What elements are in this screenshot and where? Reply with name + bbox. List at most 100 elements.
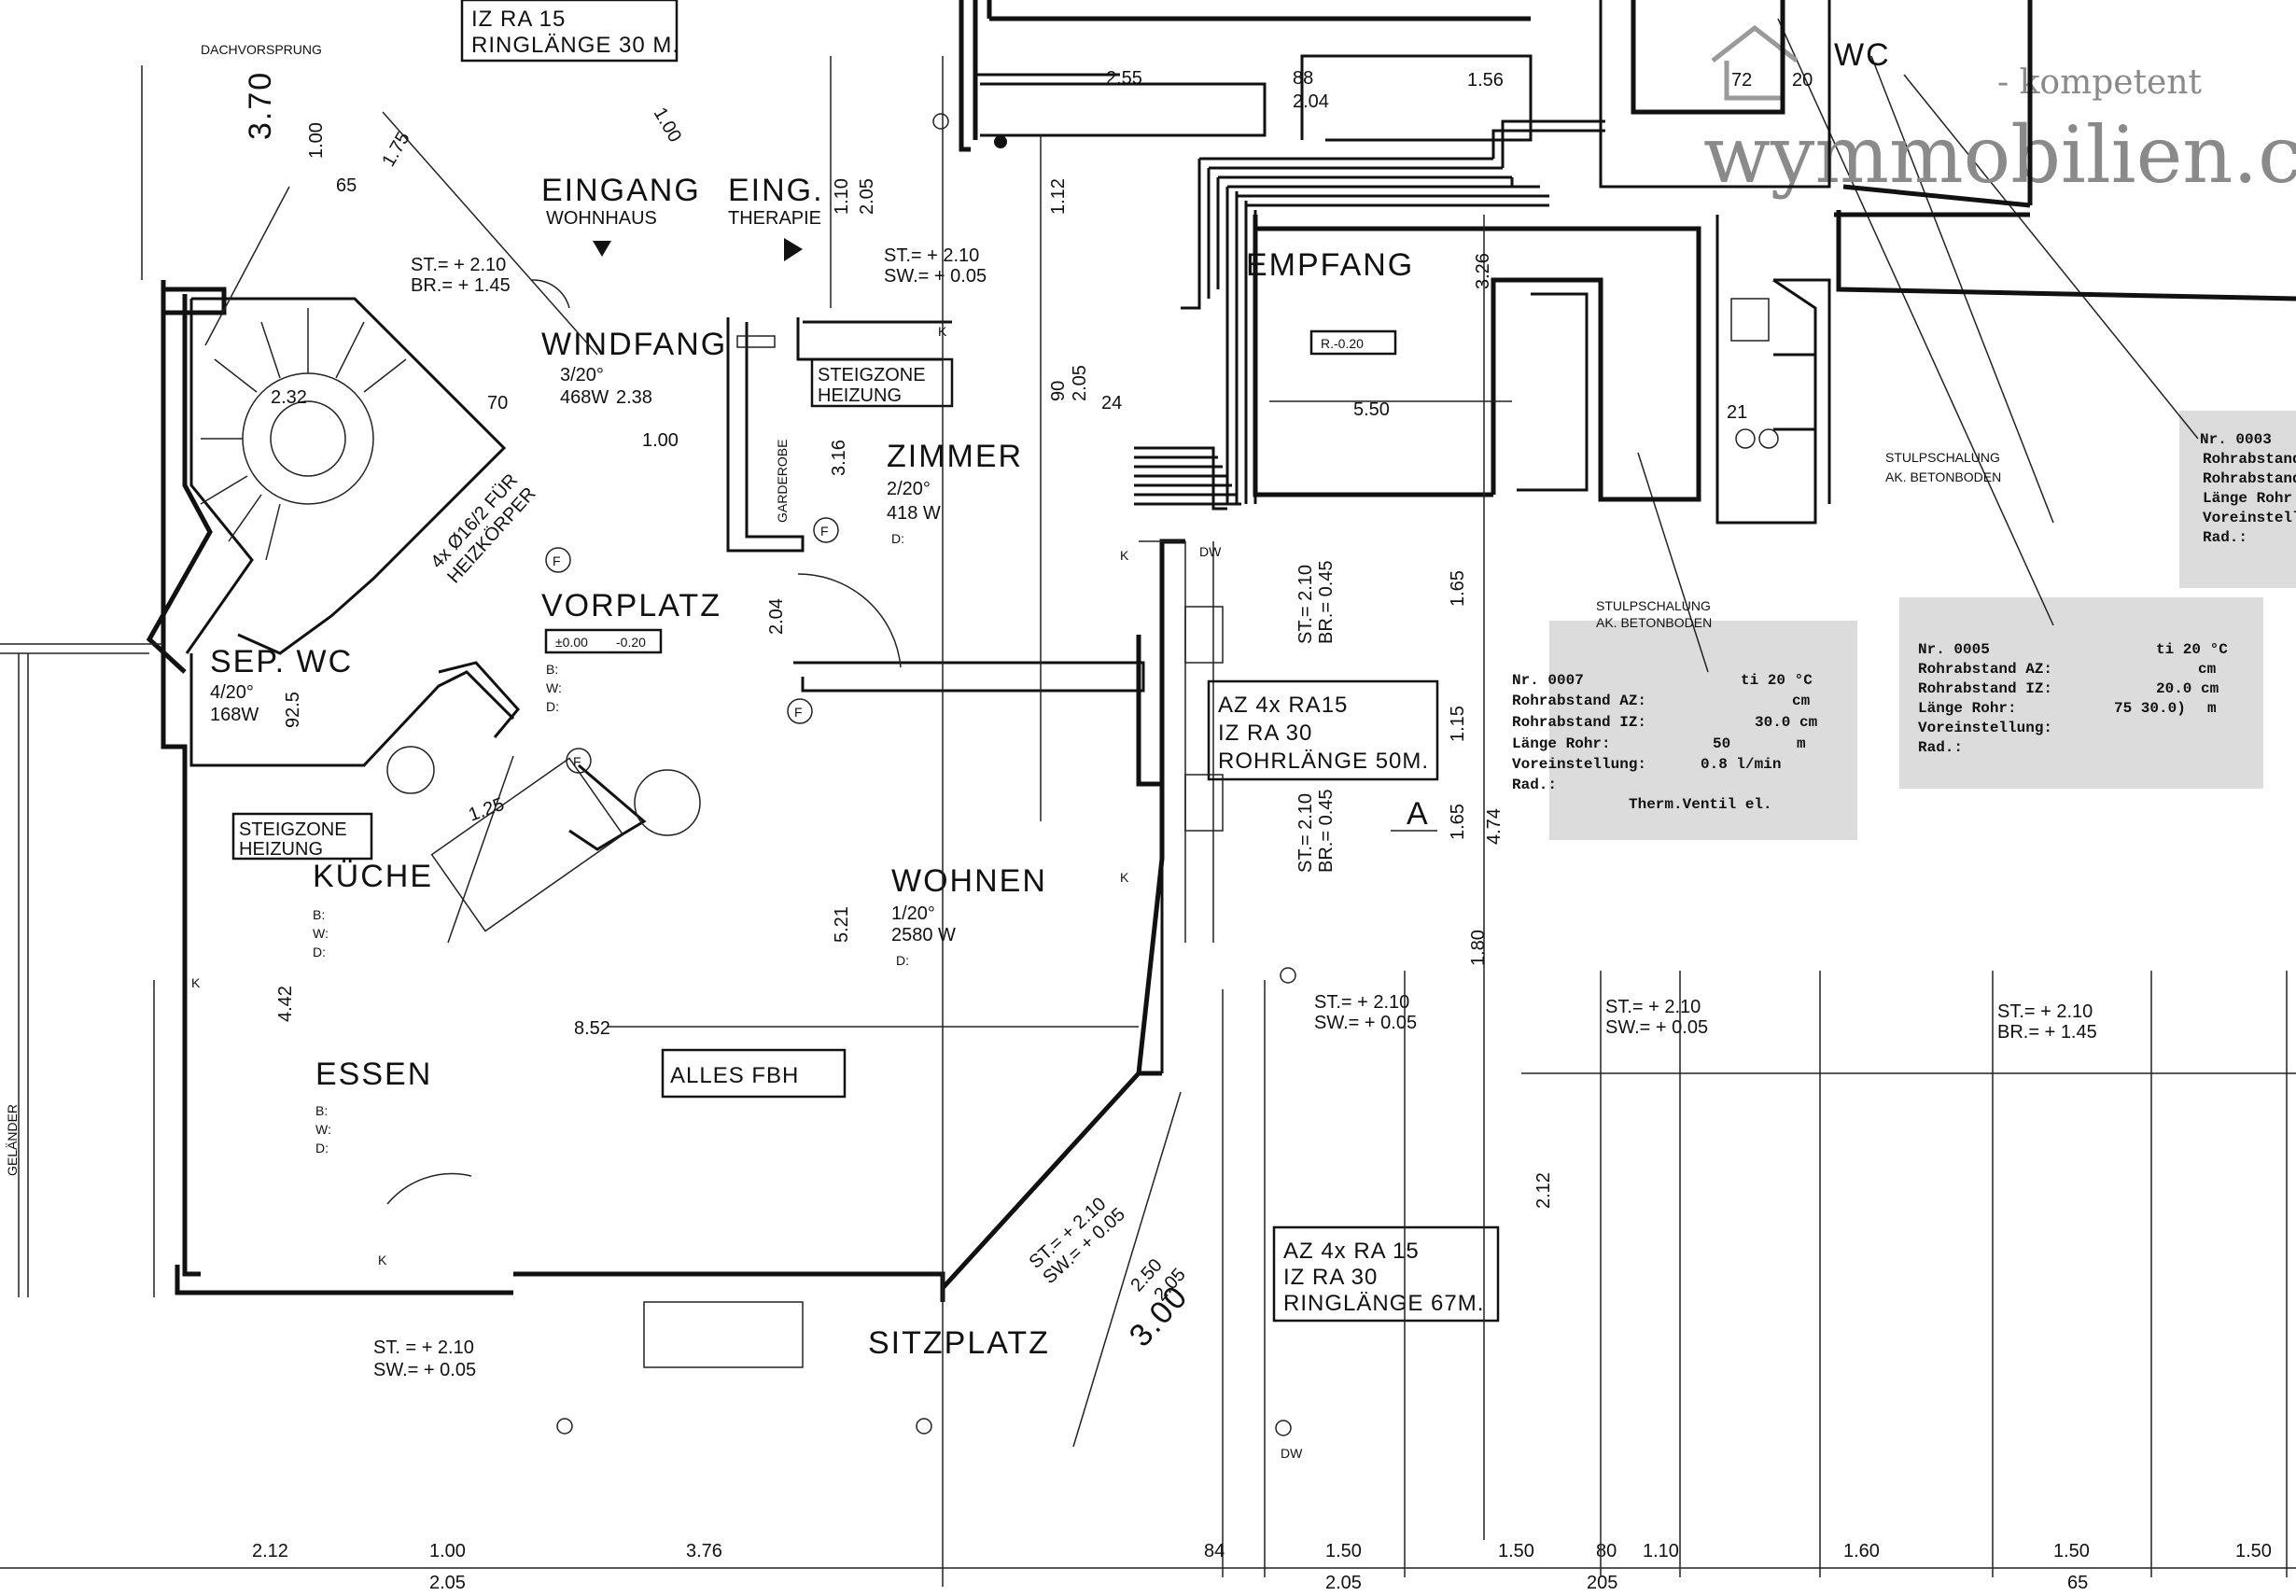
spec-card-0005: Nr. 0005 Rohrabstand AZ: Rohrabstand IZ:… xyxy=(1899,597,2263,789)
note-line: BR.= 0.45 xyxy=(1316,789,1337,873)
kitchen-counter xyxy=(430,757,624,932)
dim-label: 2.04 xyxy=(766,598,787,635)
note-line: STULPSCHALUNG xyxy=(1596,598,1711,613)
card-value: ti 20 °C xyxy=(1741,672,1813,689)
dim-label: 2.32 xyxy=(271,387,307,408)
note-line: BR.= + 1.45 xyxy=(1997,1022,2097,1043)
pipe-icon xyxy=(994,135,1007,148)
card-value: cm xyxy=(2198,661,2217,678)
room-empfang: EMPFANG xyxy=(1246,247,1414,283)
card-line: Voreinstellung: xyxy=(1918,720,2052,736)
room-vorplatz: VORPLATZ xyxy=(541,588,721,623)
dim-label: 1.65 xyxy=(1448,570,1468,607)
dim-label: 1.00 xyxy=(429,1541,466,1561)
note-line: SW.= + 0.05 xyxy=(373,1360,476,1380)
card-line: Therm.Ventil el. xyxy=(1629,796,1772,813)
card-value: ti 20 °C xyxy=(2156,641,2228,658)
room-sep-wc: SEP. WC xyxy=(210,644,353,679)
card-value: cm xyxy=(1792,693,1811,709)
box-line: IZ RA 30 xyxy=(1283,1265,1378,1290)
dw-marker: DW xyxy=(1199,544,1222,559)
sep-wc-watt: 168W xyxy=(210,705,259,725)
box-line: RINGLÄNGE 67M. xyxy=(1283,1291,1484,1316)
essen-d: D: xyxy=(315,1141,329,1155)
room-kueche: KÜCHE xyxy=(313,859,433,894)
dim-label: 65 xyxy=(336,175,357,196)
card-line: Nr. 0005 xyxy=(1918,641,1990,658)
k-marker: K xyxy=(378,1253,387,1267)
dim-label: 92.5 xyxy=(283,692,303,728)
windfang-spec: 3/20° xyxy=(560,365,604,385)
room-zimmer: ZIMMER xyxy=(887,439,1023,474)
hob-icon xyxy=(1735,428,1756,449)
card-value: 20.0 cm xyxy=(2156,680,2219,697)
entry-arrow-icon xyxy=(784,238,803,261)
door-swing-icon xyxy=(531,279,570,309)
note-line: ST.= + 2.10 xyxy=(1314,992,1409,1013)
note-line: SW.= + 0.05 xyxy=(1605,1017,1708,1038)
room-essen: ESSEN xyxy=(315,1057,432,1092)
level-box xyxy=(1309,329,1397,356)
note-line: ST.= 2.10 xyxy=(1295,793,1316,873)
box-line: HEIZUNG xyxy=(239,839,323,860)
label-gelaender: GELÄNDER xyxy=(5,1104,20,1176)
dim-label: 1.56 xyxy=(1467,70,1504,91)
card-value: 50 xyxy=(1713,735,1730,752)
dim-label: 2.05 xyxy=(429,1573,466,1593)
dimension-lines xyxy=(0,56,2296,1587)
kueche-b: B: xyxy=(313,907,325,922)
column-icon xyxy=(1275,1420,1292,1436)
k-marker: K xyxy=(191,975,201,990)
dim-label: 2.55 xyxy=(1106,68,1142,89)
staircase xyxy=(200,308,407,561)
k-marker: K xyxy=(1120,870,1129,885)
spec-card-0003: Nr. 0003 Rohrabstand AZ Rohrabstand IZ L… xyxy=(2179,411,2296,588)
dim-label: 1.00 xyxy=(306,122,327,159)
wohnen-d: D: xyxy=(896,953,909,968)
wohnen-spec: 1/20° xyxy=(891,903,935,924)
note-line: ST.= 2.10 xyxy=(1295,565,1316,644)
card-line: Rad.: xyxy=(1512,777,1557,793)
level-box xyxy=(544,628,663,654)
note-line: ST. = + 2.10 xyxy=(373,1337,474,1358)
dim-label: 1.00 xyxy=(642,430,679,451)
dim-label: 1.10 xyxy=(1643,1541,1679,1561)
box-line: ROHRLÄNGE 50M. xyxy=(1218,749,1429,774)
steigzone-box-2 xyxy=(231,812,373,861)
az-mid-box xyxy=(1207,679,1439,781)
note-line: ST.= + 2.10 xyxy=(884,245,979,266)
essen-w: W: xyxy=(315,1122,331,1137)
kueche-d: D: xyxy=(313,945,326,959)
f-marker: F xyxy=(813,517,839,543)
dim-label: 1.12 xyxy=(1048,178,1069,215)
note-line: SW.= + 0.05 xyxy=(1314,1013,1417,1033)
label-dachvorsprung: DACHVORSPRUNG xyxy=(201,42,322,57)
dim-label: 80 xyxy=(1596,1541,1617,1561)
zimmer-spec: 2/20° xyxy=(887,479,931,499)
card-line: Rad.: xyxy=(2203,529,2247,546)
step-grid xyxy=(643,1301,804,1368)
room-wohnen: WOHNEN xyxy=(891,863,1047,899)
dim-label: 1.15 xyxy=(1448,706,1468,742)
f-marker: F xyxy=(545,547,571,573)
card-line: Voreinstellung: xyxy=(1512,756,1646,773)
window-grid xyxy=(1184,774,1224,832)
room-sub-therapie: THERAPIE xyxy=(728,208,821,229)
note-line: ST.= + 2.10 xyxy=(1605,997,1701,1017)
dim-label: 4.74 xyxy=(1484,808,1505,845)
box-line: STEIGZONE xyxy=(818,365,926,385)
box-line: IZ RA 15 xyxy=(471,7,566,32)
box-line: HEIZUNG xyxy=(818,385,902,406)
leader-lines xyxy=(1637,18,2199,673)
column-icon xyxy=(916,1418,932,1435)
entry-arrow-icon xyxy=(593,241,611,257)
f-marker: F xyxy=(566,748,592,774)
door-swing-icon xyxy=(797,573,902,668)
svg-text:F: F xyxy=(794,705,803,720)
room-sub-wohnhaus: WOHNHAUS xyxy=(546,208,657,229)
room-windfang: WINDFANG xyxy=(541,327,727,362)
vorplatz-d: D: xyxy=(546,699,559,714)
label-garderobe: GARDEROBE xyxy=(775,440,790,523)
dim-label: 3.76 xyxy=(686,1541,722,1561)
f-marker: F xyxy=(787,698,813,724)
